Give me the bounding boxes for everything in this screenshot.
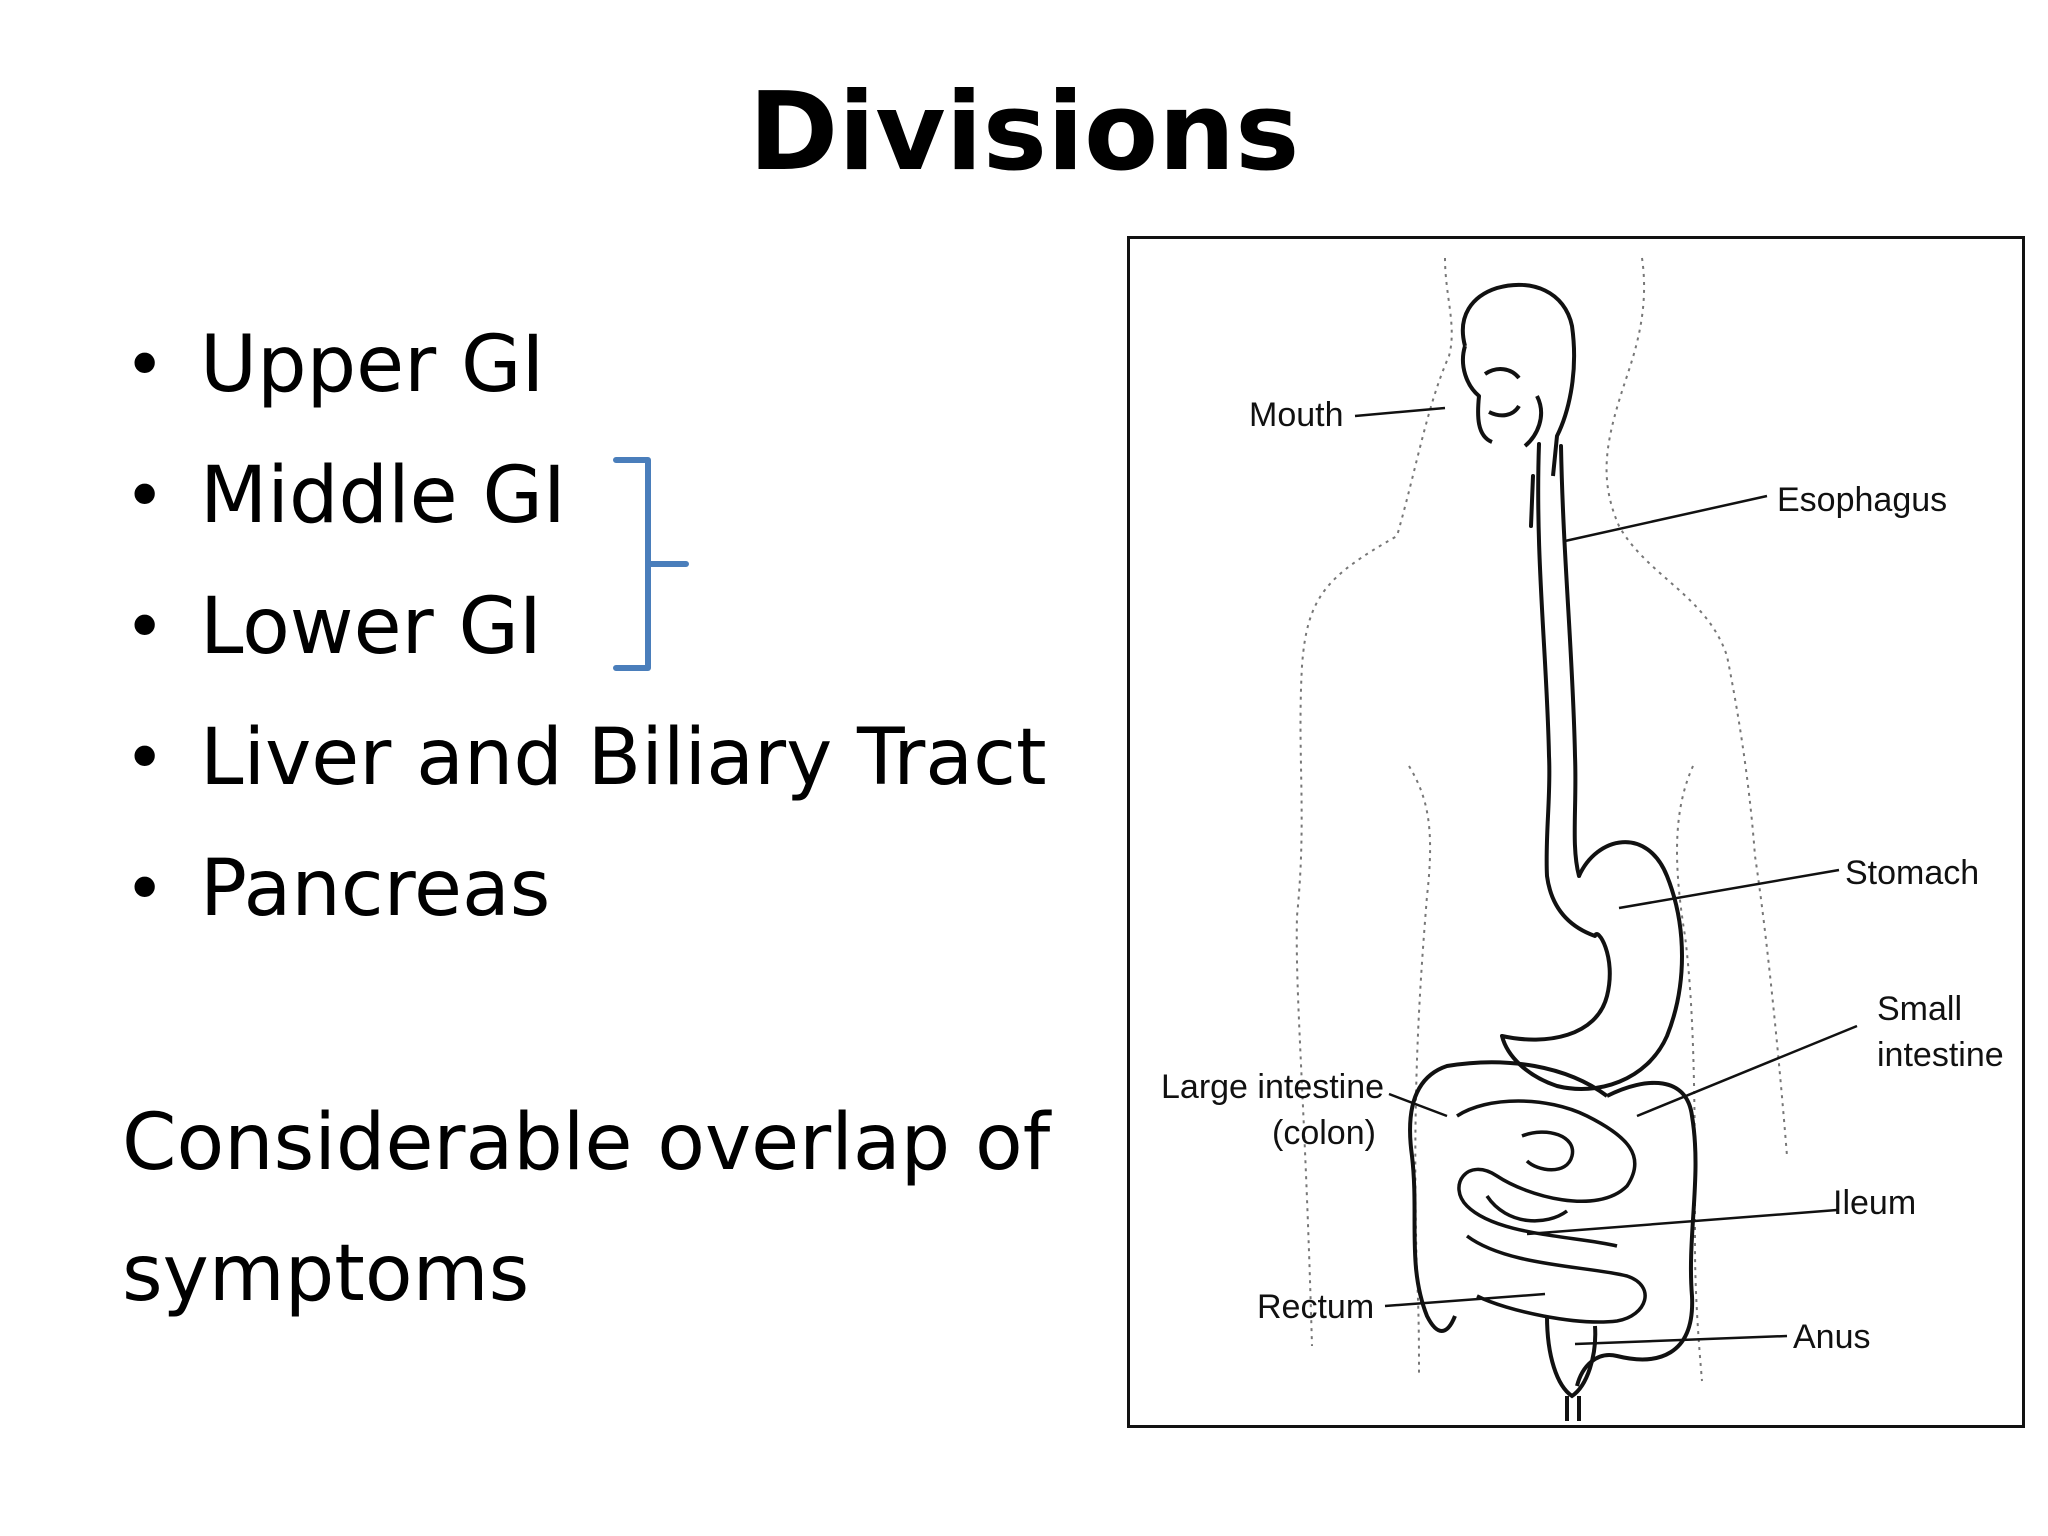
mouth-organ	[1460, 282, 1577, 477]
bullet-label: Upper GI	[200, 320, 545, 410]
bullet-item-pancreas: • Pancreas	[120, 824, 1047, 955]
bullet-item-lower-gi: • Lower GI	[120, 562, 1047, 693]
anus-leader	[1574, 1334, 1788, 1346]
bullet-dot: •	[124, 717, 166, 799]
label-anus: Anus	[1793, 1318, 1871, 1356]
overlap-note-line-1: Considerable overlap of	[122, 1098, 1051, 1188]
label-esophagus: Esophagus	[1777, 481, 1947, 519]
label-mouth: Mouth	[1249, 396, 1344, 434]
esophagus-organ	[1529, 442, 1597, 938]
label-large-intestine-line-1: Large intestine	[1161, 1068, 1384, 1106]
label-small-intestine-line-1: Small	[1877, 990, 1962, 1028]
stomach-leader	[1618, 868, 1840, 910]
diagram-frame	[1127, 236, 2025, 1428]
bullet-dot: •	[124, 455, 166, 537]
rectum-leader	[1384, 1292, 1546, 1308]
grouping-bracket	[613, 457, 689, 671]
bullet-label: Liver and Biliary Tract	[200, 713, 1047, 803]
esophagus-leader	[1564, 494, 1768, 543]
overlap-note-line-2: symptoms	[122, 1229, 530, 1319]
label-large-intestine-line-2: (colon)	[1272, 1114, 1376, 1152]
stomach-organ	[1500, 840, 1684, 1091]
large-intestine-organ	[1408, 1060, 1698, 1387]
rectum-organ	[1545, 1315, 1598, 1421]
bullet-label: Lower GI	[200, 582, 542, 672]
label-small-intestine-line-2: intestine	[1877, 1036, 2004, 1074]
bullet-label: Middle GI	[200, 451, 566, 541]
bullet-list: • Upper GI • Middle GI • Lower GI • Live…	[120, 300, 1047, 955]
overlap-note: Considerable overlap of symptoms	[122, 1078, 1050, 1340]
digestive-system-diagram: Mouth Esophagus Stomach Small intestine …	[1161, 257, 2004, 1421]
bullet-item-upper-gi: • Upper GI	[120, 300, 1047, 431]
body-outline	[1295, 257, 1788, 1382]
bracket-path	[613, 457, 689, 671]
bullet-label: Pancreas	[200, 844, 551, 934]
bullet-item-liver-biliary: • Liver and Biliary Tract	[120, 693, 1047, 824]
large-intestine-leader	[1388, 1092, 1448, 1118]
bullet-dot: •	[124, 848, 166, 930]
label-rectum: Rectum	[1257, 1288, 1374, 1326]
small-intestine-organ	[1456, 1099, 1647, 1324]
label-stomach: Stomach	[1845, 854, 1979, 892]
mouth-leader	[1354, 406, 1446, 418]
page-title: Divisions	[748, 70, 1300, 195]
bullet-dot: •	[124, 586, 166, 668]
bullet-item-middle-gi: • Middle GI	[120, 431, 1047, 562]
leader-lines	[1354, 406, 1858, 1346]
small-intestine-leader	[1636, 1024, 1858, 1118]
ileum-leader	[1526, 1208, 1838, 1236]
label-ileum: Ileum	[1833, 1184, 1916, 1222]
bullet-dot: •	[124, 324, 166, 406]
